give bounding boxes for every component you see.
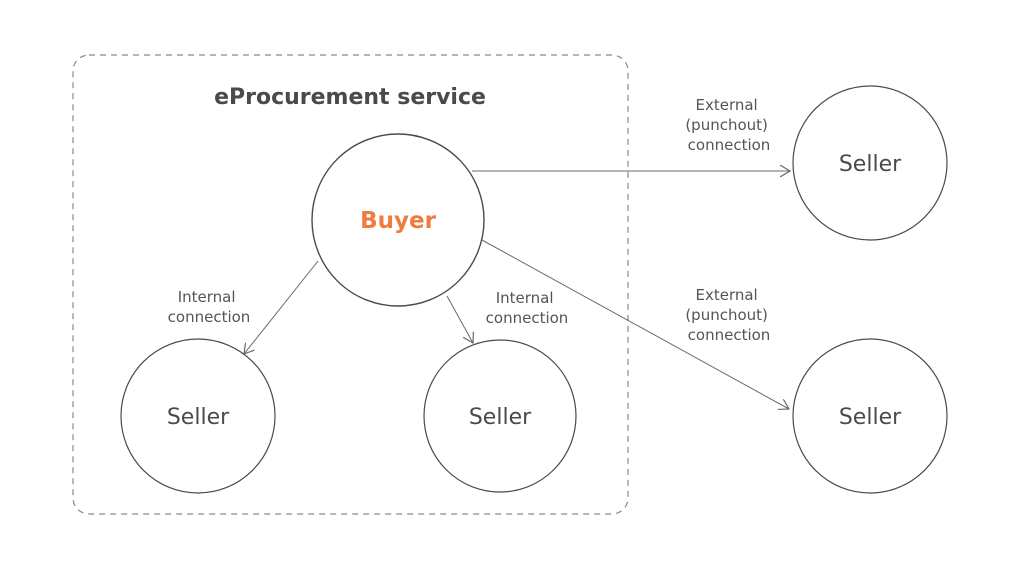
- edge-label-line: connection: [688, 136, 771, 154]
- edge-label-internal-right: Internal connection: [486, 289, 569, 327]
- edge-label-line: External: [695, 286, 757, 304]
- edge-label-line: Internal: [496, 289, 554, 307]
- edge-external-bottom: [481, 239, 789, 409]
- buyer-label: Buyer: [360, 208, 436, 234]
- edge-label-line: Internal: [178, 288, 236, 306]
- edge-label-line: connection: [688, 326, 771, 344]
- edge-label-line: connection: [168, 308, 251, 326]
- internal-seller-label-left: Seller: [167, 405, 230, 430]
- edge-internal-left: [244, 260, 319, 354]
- external-seller-node-bottom: [792, 338, 948, 494]
- internal-seller-node-left: [120, 338, 276, 494]
- external-seller-label-bottom: Seller: [839, 405, 902, 430]
- internal-seller-label-right: Seller: [469, 405, 532, 430]
- edge-label-line: External: [695, 96, 757, 114]
- edge-label-external-top: External (punchout) connection: [685, 96, 772, 154]
- edge-label-internal-left: Internal connection: [168, 288, 251, 326]
- eprocurement-service-title: eProcurement service: [214, 85, 486, 110]
- edge-label-line: (punchout): [685, 116, 768, 134]
- edge-internal-right: [446, 295, 473, 343]
- edge-label-external-bottom: External (punchout) connection: [685, 286, 772, 344]
- external-seller-label-top: Seller: [839, 152, 902, 177]
- eprocurement-service-boundary: [72, 54, 629, 515]
- edge-label-line: connection: [486, 309, 569, 327]
- edge-label-line: (punchout): [685, 306, 768, 324]
- buyer-node: [311, 133, 485, 307]
- external-seller-node-top: [792, 85, 948, 241]
- internal-seller-node-right: [423, 339, 577, 493]
